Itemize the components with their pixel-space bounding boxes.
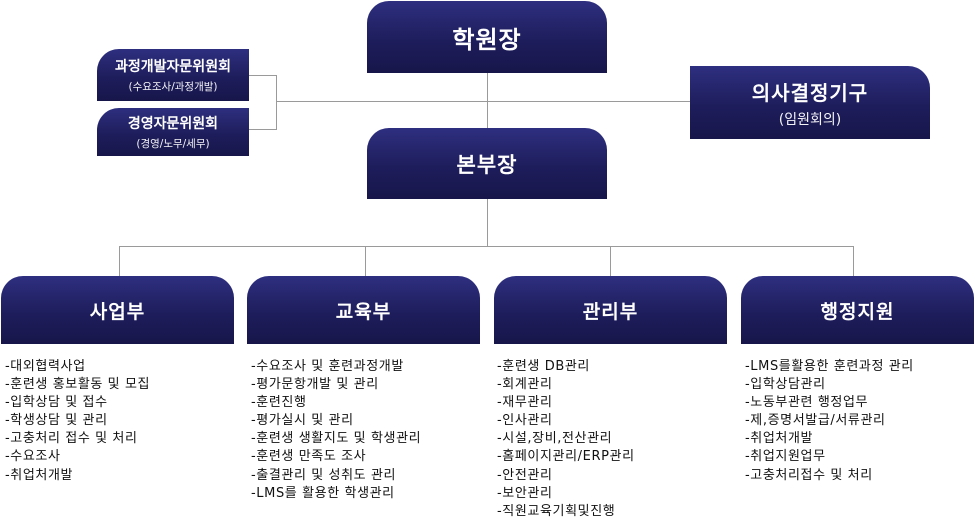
committee-box-management: 경영자문위원회 (경영/노무/세무)	[97, 108, 249, 156]
director-box: 학원장	[367, 1, 607, 73]
connector-decision-branch	[276, 101, 691, 102]
task-item: -직원교육기획및진행	[497, 503, 616, 519]
decision-body-title: 의사결정기구	[751, 80, 869, 105]
head-title: 본부장	[456, 152, 518, 177]
connector-departments-horizontal	[119, 246, 854, 247]
decision-body-subtitle: (임원회의)	[778, 111, 842, 128]
committee-subtitle: (경영/노무/세무)	[136, 138, 210, 150]
department-box-business: 사업부	[1, 276, 234, 344]
connector-dept-1	[119, 246, 120, 276]
task-item: -고충처리 접수 및 처리	[5, 431, 138, 447]
task-item: -훈련생 DB관리	[497, 359, 590, 374]
task-item: -취업처개발	[5, 467, 74, 483]
decision-body-box: 의사결정기구 (임원회의)	[690, 66, 930, 139]
connector-dept-3	[610, 246, 611, 276]
connector-dept-4	[853, 246, 854, 276]
task-list-management: -훈련생 DB관리 -회계관리 -재무관리 -인사관리 -시설,장비,전산관리 …	[497, 358, 635, 521]
connector-committee-top	[249, 75, 276, 76]
task-item: -안전관리	[497, 467, 553, 483]
task-item: -홈페이지관리/ERP관리	[497, 449, 635, 465]
connector-committee-vertical	[276, 75, 277, 130]
department-title: 교육부	[335, 300, 392, 323]
task-item: -평가실시 및 관리	[251, 413, 354, 429]
task-item: -회계관리	[497, 377, 553, 393]
director-title: 학원장	[452, 25, 522, 54]
task-list-admin: -LMS를활용한 훈련과정 관리 -입학상담관리 -노동부관련 행정업무 -제,…	[745, 358, 914, 485]
task-item: -LMS를활용한 훈련과정 관리	[745, 359, 914, 374]
task-item: -평가문항개발 및 관리	[251, 377, 379, 393]
task-item: -취업처개발	[745, 431, 814, 447]
task-item: -입학상담 및 접수	[5, 395, 108, 411]
task-list-education: -수요조사 및 훈련과정개발 -평가문항개발 및 관리 -훈련진행 -평가실시 …	[251, 358, 421, 503]
task-item: -출결관리 및 성취도 관리	[251, 467, 397, 483]
department-box-admin: 행정지원	[741, 276, 974, 344]
committee-subtitle: (수요조사/과정개발)	[128, 81, 218, 93]
task-item: -학생상담 및 관리	[5, 413, 108, 429]
task-item: -수요조사	[5, 449, 61, 465]
task-item: -제,증명서발급/서류관리	[745, 413, 886, 429]
task-item: -훈련진행	[251, 395, 307, 411]
committee-title: 경영자문위원회	[127, 116, 219, 132]
department-box-education: 교육부	[247, 276, 480, 344]
task-item: -수요조사 및 훈련과정개발	[251, 359, 404, 374]
committee-box-curriculum: 과정개발자문위원회 (수요조사/과정개발)	[97, 49, 249, 101]
task-item: -인사관리	[497, 413, 553, 429]
task-item: -노동부관련 행정업무	[745, 395, 869, 411]
task-item: -보안관리	[497, 485, 553, 501]
department-title: 관리부	[582, 300, 639, 323]
task-item: -훈련생 생활지도 및 학생관리	[251, 431, 422, 447]
task-item: -고충처리접수 및 처리	[745, 467, 873, 483]
task-item: -대외협력사업	[5, 359, 86, 374]
task-item: -재무관리	[497, 395, 553, 411]
task-item: -시설,장비,전산관리	[497, 431, 613, 447]
task-item: -입학상담관리	[745, 377, 826, 393]
head-box: 본부장	[367, 128, 607, 199]
connector-dept-2	[365, 246, 366, 276]
department-title: 행정지원	[820, 300, 895, 323]
department-title: 사업부	[89, 300, 146, 323]
task-item: -훈련생 홍보활동 및 모집	[5, 377, 151, 393]
task-item: -취업지원업무	[745, 449, 826, 465]
task-item: -훈련생 만족도 조사	[251, 449, 367, 465]
connector-committee-bottom	[249, 129, 276, 130]
task-item: -LMS를 활용한 학생관리	[251, 485, 395, 501]
connector-head-down	[487, 199, 488, 246]
committee-title: 과정개발자문위원회	[115, 59, 231, 75]
department-box-management: 관리부	[494, 276, 727, 344]
task-list-business: -대외협력사업 -훈련생 홍보활동 및 모집 -입학상담 및 접수 -학생상담 …	[5, 358, 150, 485]
